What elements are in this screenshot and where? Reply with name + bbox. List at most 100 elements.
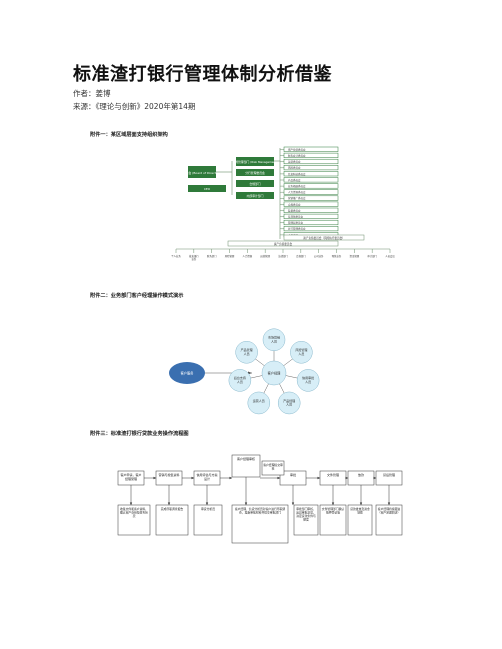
flow-step-label: 信用评估与方案设计 — [196, 472, 217, 481]
org-committee-label: 人力资源委员会 — [288, 190, 306, 194]
org-bottom-wide-label: 资产负债委员会 — [274, 242, 293, 246]
role-label: 市场营销人员 — [268, 335, 280, 344]
org-root-box — [188, 166, 216, 178]
org-committee-box — [283, 201, 339, 207]
source-line: 来源：《理论与创新》2020年第14期 — [73, 102, 196, 111]
flow-note-label: 客户经理提交审核 — [263, 463, 283, 471]
flow-step-label: 贷后管理 — [383, 472, 395, 477]
org-unit-label: 审计部门 — [367, 254, 377, 258]
org-committee-box — [283, 226, 339, 232]
flow-detail-box — [193, 504, 223, 536]
flow-step-label: 放款 — [358, 472, 364, 477]
org-committee-label: 管理层委员会 — [288, 221, 304, 225]
role-node — [262, 328, 286, 351]
org-committee-label: 财务会计委员会 — [288, 154, 306, 158]
org-committee-box — [283, 195, 339, 201]
center-node — [261, 360, 287, 386]
org-committee-box — [283, 146, 339, 152]
org-unit-label: 人力资源 — [243, 254, 253, 258]
flow-detail-box — [293, 504, 319, 536]
role-label: 后台支持人员 — [234, 375, 246, 384]
org-committee-box — [283, 165, 339, 171]
org-committee-label: 总行管理委员会 — [288, 227, 306, 231]
org-committee-box — [283, 158, 339, 165]
org-branch-box — [236, 192, 274, 199]
role-node — [277, 391, 301, 415]
org-unit-label: 批发银行业务 — [189, 254, 199, 261]
org-committee-label: 反洗钱委员会 — [288, 215, 304, 219]
customer-node — [169, 362, 205, 384]
role-node — [247, 391, 271, 415]
flow-detail-label: 审批部门审核，出具审批意见，决定贷款条件与额度 — [296, 507, 316, 522]
figure2-heading: 附件二：业务部门客户经理操作模式演示 — [90, 293, 184, 299]
org-branch-label: 合规部门 — [249, 182, 260, 186]
org-ceo-box — [188, 185, 226, 192]
org-root-label: 董事会 (Board of Directors) — [182, 170, 222, 175]
org-committee-label: 业务拓展委员会 — [288, 184, 306, 188]
org-bottom-right-label: 资产负债委员会（风险执行委员会） — [303, 236, 345, 240]
org-unit-label: 个人业务 — [171, 254, 181, 258]
org-unit-label: 人员会议 — [385, 254, 395, 258]
hub-diagram-figure: 市场营销人员风险管理人员信用审批人员产品经理人员运营人员后台支持人员产品管理人员… — [169, 328, 320, 415]
flow-detail-box — [155, 504, 189, 536]
author-line: 作者：姜博 — [73, 89, 111, 98]
flow-step-label: 客户申请，客户经理受理 — [120, 472, 141, 481]
flow-detail-label: 贷款发放及资金划拨 — [350, 507, 370, 515]
flow-step-label: 审批 — [290, 472, 296, 477]
flow-detail-box — [117, 504, 151, 536]
role-label: 运营人员 — [253, 398, 265, 403]
flow-detail-label: 客户经理、信贷分析员对客户进行尽职调查，准备审批材料并提交审批部门 — [235, 507, 286, 515]
role-node — [228, 369, 252, 392]
org-chart-figure: 董事会 (Board of Directors) CEO 风险管理部门 (Ris… — [171, 146, 395, 261]
org-committee-label: 风险委员会 — [288, 166, 301, 170]
org-committee-box — [283, 213, 339, 219]
role-node — [296, 369, 320, 392]
role-label: 产品经理人员 — [283, 398, 295, 407]
org-committee-label: 营销推广委员会 — [288, 196, 306, 200]
org-unit-label: 法律部门 — [278, 254, 288, 258]
org-unit-label: 公司业务 — [314, 254, 324, 258]
org-unit-label: 零售业务 — [332, 254, 342, 258]
org-branch-box — [236, 169, 274, 176]
flow-step-label: 客户经理审核 — [237, 456, 255, 461]
figure3-heading: 附件三：标准渣打银行贷款业务操作流程图 — [90, 431, 189, 437]
flow-detail-label: 收集文件和客户资料，确认客户身份及财务状况 — [120, 507, 148, 518]
org-committee-box — [283, 219, 339, 226]
flow-step-label: 营销与搜集资料 — [158, 472, 179, 477]
org-committee-label: 信息科技委员会 — [288, 172, 306, 176]
org-branch-box — [236, 157, 274, 166]
org-branch-label: 分行管理委员会 — [245, 171, 265, 175]
org-branches: 风险管理部门 (Risk Management) 分行管理委员会 合规部门 内部… — [233, 157, 277, 199]
org-committee-box — [283, 171, 339, 177]
role-label: 信用审批人员 — [302, 375, 314, 384]
org-unit-label: 资金管理 — [350, 254, 360, 258]
org-bottom-right — [283, 234, 365, 241]
org-unit-label: 合规部门 — [296, 254, 306, 258]
flow-detail-label: 文件管理部门确认抵押登记等 — [322, 507, 345, 515]
flow-note-box — [261, 460, 285, 476]
flow-detail-box — [347, 504, 373, 536]
org-committee-box — [283, 189, 339, 195]
org-bottom-wide — [227, 240, 339, 247]
flow-step-label: 文件管理 — [327, 472, 339, 477]
flow-detail-label: 客户经理持续跟进（客户定期回访） — [378, 507, 401, 515]
role-node — [290, 341, 313, 364]
figure1-heading: 附件一：某区域层面支持组织架构 — [90, 132, 168, 138]
org-committee-box — [283, 207, 339, 213]
org-committee-label: 监督委员会 — [288, 208, 301, 212]
flow-detail-box — [319, 504, 347, 536]
org-committee-label: 产品委员会 — [288, 178, 301, 182]
org-ceo-label: CEO — [204, 187, 211, 191]
document-title: 标准渣打银行管理体制分析借鉴 — [73, 64, 332, 85]
org-bottom-row: 个人业务批发银行业务财务部门风险管理人力资源运营管理法律部门合规部门公司业务零售… — [171, 249, 395, 261]
flow-detail-box — [231, 504, 289, 544]
org-committee-label: 合规委员会 — [288, 202, 301, 206]
org-right-boxes: 资产负债委员会财务会计委员会运营委员会风险委员会信息科技委员会产品委员会业务拓展… — [280, 146, 339, 238]
org-committee-box — [283, 177, 339, 183]
org-unit-label: 风险管理 — [225, 254, 235, 258]
org-unit-label: 运营管理 — [260, 254, 270, 258]
role-label: 产品管理人员 — [241, 347, 253, 356]
